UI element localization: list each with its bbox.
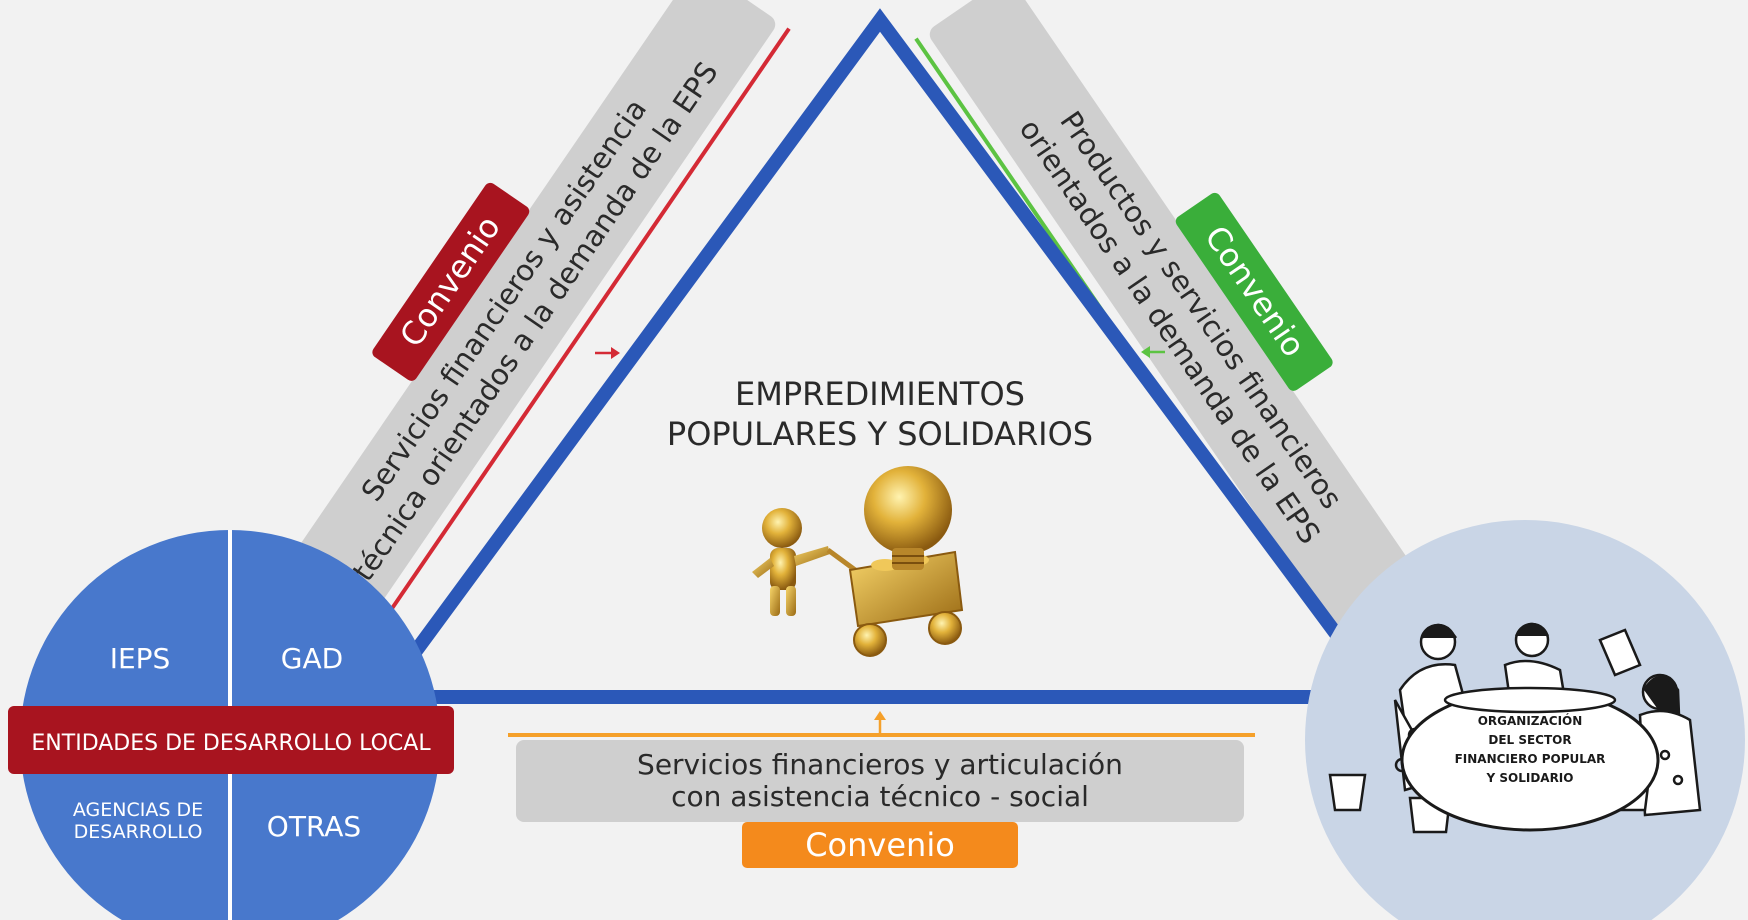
right-convenio-tag xyxy=(1175,192,1333,391)
right-band xyxy=(929,0,1440,664)
right-arrow xyxy=(1141,346,1165,358)
quadrant-agencias-line2: DESARROLLO xyxy=(74,821,203,843)
women-pouring-coins-icon xyxy=(1328,622,1702,834)
entidades-banner xyxy=(8,706,454,774)
entidades-banner-label: ENTIDADES DE DESARROLLO LOCAL xyxy=(31,731,431,756)
right-circle-group: ORGANIZACIÓN DEL SECTOR FINANCIERO POPUL… xyxy=(1305,520,1745,920)
org-label-line3: FINANCIERO POPULAR xyxy=(1455,752,1606,766)
bottom-band xyxy=(516,740,1244,822)
quadrant-ieps: IEPS xyxy=(110,642,171,675)
org-label-line2: DEL SECTOR xyxy=(1488,733,1571,747)
left-arrow xyxy=(595,347,620,359)
bottom-band-text-line1: Servicios financieros y articulación xyxy=(637,748,1123,781)
center-title-line1: EMPREDIMIENTOS xyxy=(735,375,1025,413)
main-triangle xyxy=(368,8,1397,704)
org-label-line1: ORGANIZACIÓN xyxy=(1478,713,1583,728)
quadrant-agencias-line1: AGENCIAS DE xyxy=(73,799,203,821)
left-band xyxy=(265,0,776,654)
quadrant-gad: GAD xyxy=(281,642,343,675)
quadrant-otras: OTRAS xyxy=(267,810,361,843)
center-title-line2: POPULARES Y SOLIDARIOS xyxy=(667,415,1093,453)
left-circle-group: IEPS GAD AGENCIAS DE DESARROLLO OTRAS EN… xyxy=(8,530,454,920)
bottom-convenio-tag xyxy=(742,822,1018,868)
left-convenio-tag xyxy=(372,182,530,381)
bottom-arrow xyxy=(874,711,886,733)
bottom-band-text-line2: con asistencia técnico - social xyxy=(671,780,1089,813)
bottom-convenio-label: Convenio xyxy=(805,826,955,864)
org-label-line4: Y SOLIDARIO xyxy=(1486,771,1574,785)
left-accent-line xyxy=(352,27,791,666)
gold-figure-cart-icon xyxy=(752,466,964,657)
